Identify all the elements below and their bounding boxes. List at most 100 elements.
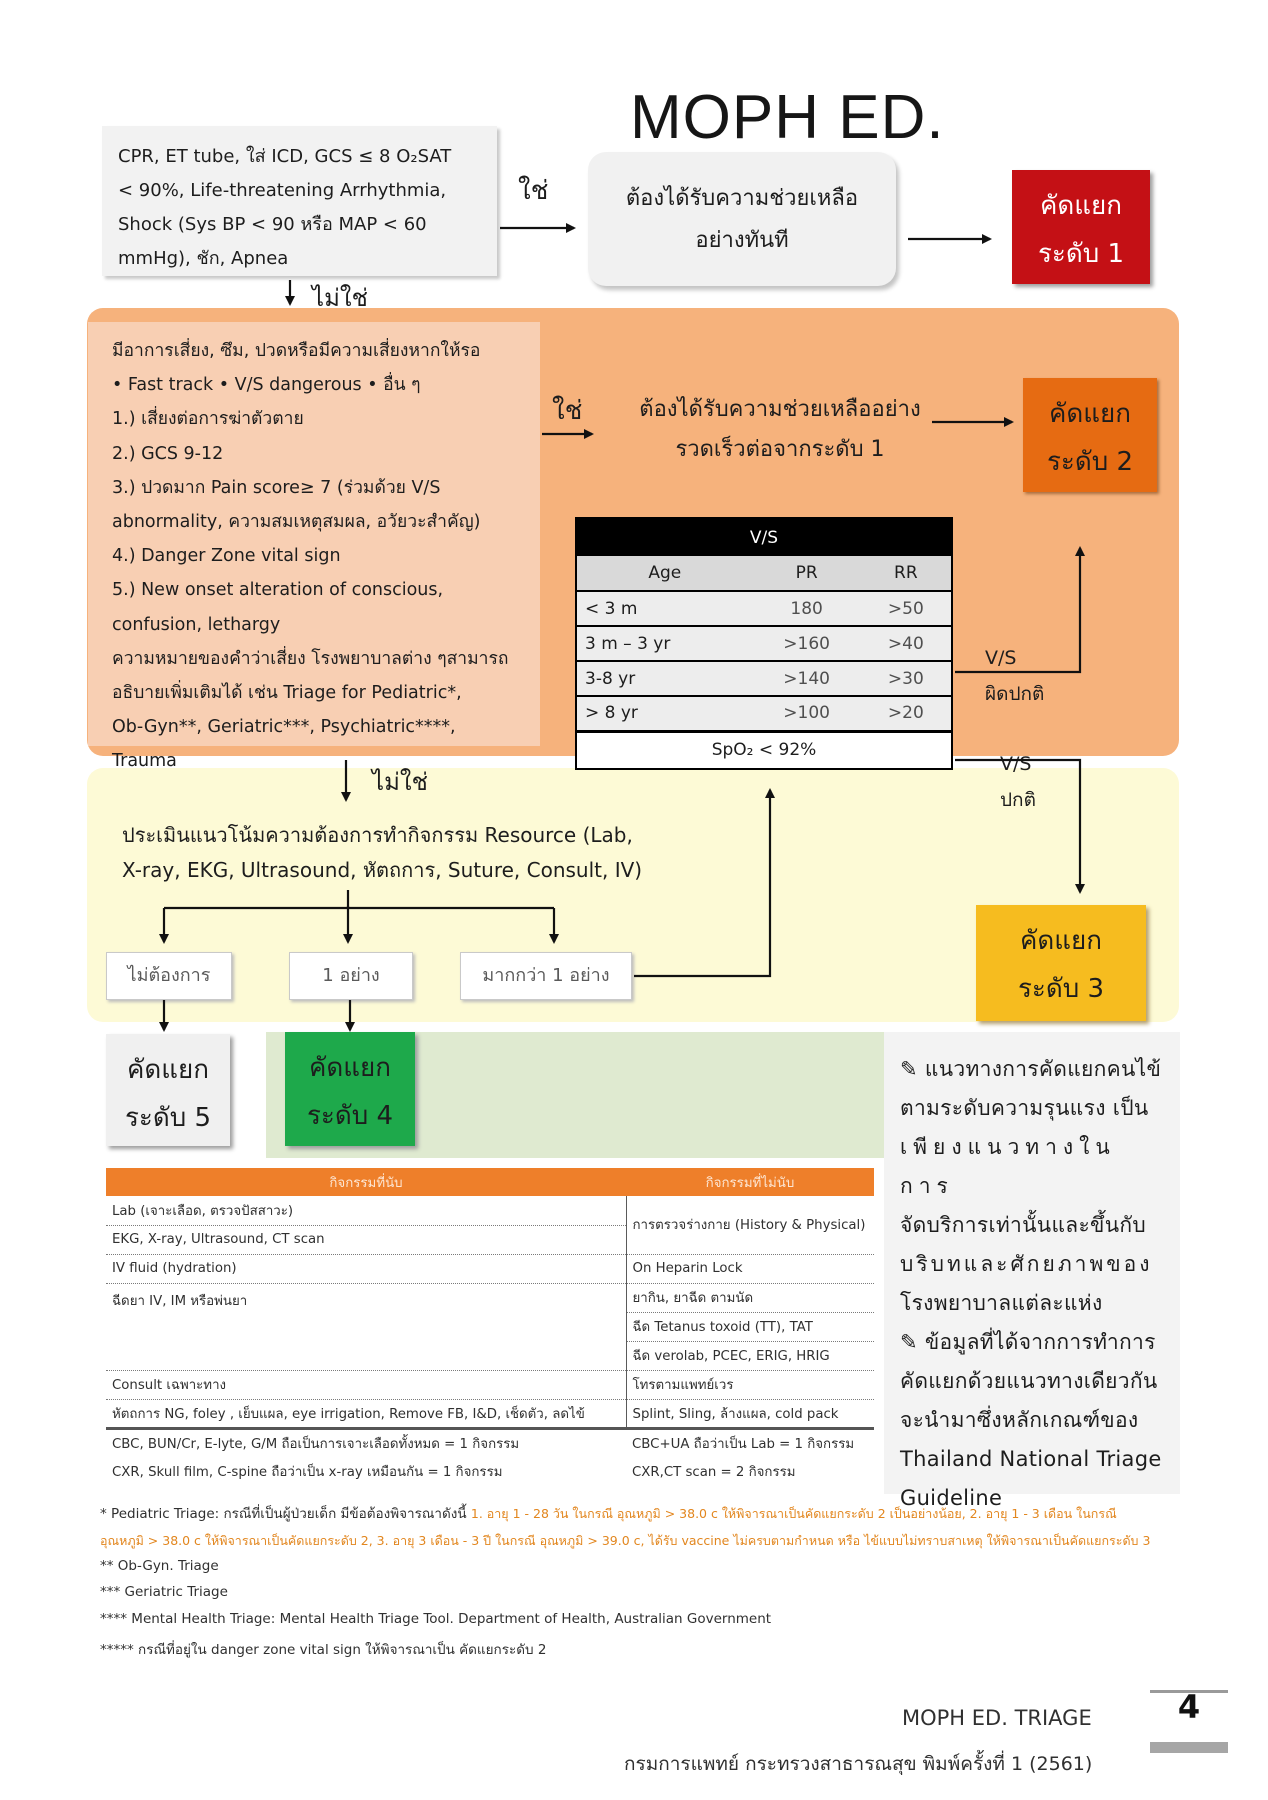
level2-criteria-line: 5.) New onset alteration of conscious, — [112, 580, 444, 601]
resource-line: ประเมินแนวโน้มความต้องการทำกิจกรรม Resou… — [122, 823, 633, 847]
uncounted-activity: โทรตามแพทย์เวร — [625, 1370, 874, 1400]
vs-pr: >160 — [752, 625, 861, 661]
footnote-pediatric-lead: * Pediatric Triage: กรณีที่เป็นผู้ป่วยเด… — [100, 1506, 471, 1522]
table-row: CBC, BUN/Cr, E-lyte, G/M ถือเป็นการเจาะเ… — [106, 1426, 874, 1457]
vs-col-age: Age — [576, 556, 753, 591]
vs-normal-line: ปกติ — [1000, 789, 1036, 811]
level2-criteria-line: มีอาการเสี่ยง, ซึม, ปวดหรือมีความเสี่ยงห… — [112, 341, 481, 361]
note-line: คัดแยกด้วยแนวทางเดียวกัน — [900, 1369, 1158, 1393]
uncounted-activity: Splint, Sling, ล้างแผล, cold pack — [625, 1399, 874, 1429]
level-label: คัดแยก — [126, 1055, 209, 1085]
level2-criteria-line: confusion, lethargy — [112, 614, 281, 635]
guideline-note: ✎ แนวทางการคัดแยกคนไข้ ตามระดับความรุนแร… — [884, 1032, 1180, 1510]
vs-col-pr: PR — [752, 556, 861, 591]
vs-spo2-threshold: SpO₂ < 92% — [576, 729, 952, 769]
vs-age: 3 m – 3 yr — [576, 625, 753, 661]
level-label: คัดแยก — [1039, 191, 1122, 221]
table-row: 3-8 yr >140 >30 — [576, 660, 952, 696]
vs-rr: >50 — [860, 590, 952, 626]
note-line: ✎ ข้อมูลที่ได้จากการทำการ — [900, 1330, 1156, 1354]
footnote-pediatric-cont: อุณหภูมิ > 38.0 c ให้พิจารณาเป็นคัดแยกระ… — [100, 1531, 1150, 1551]
level2-criteria-line: 2.) GCS 9-12 — [112, 443, 224, 464]
level-number: ระดับ 1 — [1037, 239, 1125, 269]
resource-evaluation-text: ประเมินแนวโน้มความต้องการทำกิจกรรม Resou… — [122, 818, 642, 888]
level2-criteria-box: มีอาการเสี่ยง, ซึม, ปวดหรือมีความเสี่ยงห… — [88, 322, 540, 771]
no-label-level1: ไม่ใช่ — [312, 284, 368, 312]
vital-signs-table: V/S Age PR RR < 3 m 180 >50 3 m – 3 yr >… — [575, 517, 953, 770]
vs-abnormal-line: V/S — [985, 647, 1017, 669]
vs-abnormal-label: V/S ผิดปกติ — [985, 640, 1044, 712]
choice-none: ไม่ต้องการ — [106, 952, 232, 1000]
uncounted-activity: การตรวจร่างกาย (History & Physical) — [625, 1196, 874, 1255]
level2-criteria-line: • Fast track • V/S dangerous • อื่น ๆ — [112, 375, 421, 396]
counted-activity: IV fluid (hydration) — [106, 1254, 626, 1284]
vs-age: > 8 yr — [576, 695, 753, 731]
footer-title: MOPH ED. TRIAGE — [902, 1706, 1092, 1730]
vs-normal-line: V/S — [1000, 753, 1032, 775]
level1-criteria-line: Shock (Sys BP < 90 หรือ MAP < 60 — [118, 214, 427, 235]
note-line: โรงพยาบาลแต่ละแห่ง — [900, 1291, 1103, 1315]
uncounted-activity: ยากิน, ยาฉีด ตามนัด — [625, 1283, 874, 1313]
table-row: ฉีดยา IV, IM หรือพ่นยา ยากิน, ยาฉีด ตามน… — [106, 1283, 874, 1371]
footnote-geriatric: *** Geriatric Triage — [100, 1584, 228, 1600]
vs-rr: >20 — [860, 695, 952, 731]
level2-criteria-line: Ob-Gyn**, Geriatric***, Psychiatric****,… — [112, 717, 456, 772]
triage-level-4: คัดแยก ระดับ 4 — [285, 1032, 415, 1146]
triage-level-3: คัดแยก ระดับ 3 — [976, 905, 1146, 1021]
level2-criteria-line: อธิบายเพิ่มเติมได้ เช่น Triage for Pedia… — [112, 683, 462, 704]
choice-one: 1 อย่าง — [289, 952, 413, 1000]
table-row: หัตถการ NG, foley , เย็บแผล, eye irrigat… — [106, 1399, 874, 1429]
vs-table-title: V/S — [576, 518, 952, 556]
vs-pr: >100 — [752, 695, 861, 731]
vs-abnormal-line: ผิดปกติ — [985, 683, 1045, 705]
resource-line: X-ray, EKG, Ultrasound, หัตถการ, Suture,… — [122, 858, 643, 882]
level1-criteria-line: < 90%, Life-threatening Arrhythmia, — [118, 180, 447, 201]
vs-age: 3-8 yr — [576, 660, 753, 696]
note-line: ตามระดับความรุนแรง เป็น — [900, 1096, 1149, 1120]
level-label: คัดแยก — [1019, 926, 1102, 956]
immediate-help-line: ต้องได้รับความช่วยเหลือ — [625, 186, 859, 211]
uncounted-activity: On Heparin Lock — [625, 1254, 874, 1284]
vs-rr: >30 — [860, 660, 952, 696]
uncounted-activity: ฉีด verolab, PCEC, ERIG, HRIG — [625, 1341, 874, 1371]
vs-rr: >40 — [860, 625, 952, 661]
counted-activity: ฉีดยา IV, IM หรือพ่นยา — [106, 1283, 626, 1371]
triage-level-2: คัดแยก ระดับ 2 — [1023, 378, 1157, 492]
level2-criteria-line: abnormality, ความสมเหตุสมผล, อวัยวะสำคัญ… — [112, 512, 481, 533]
counted-activity: หัตถการ NG, foley , เย็บแผล, eye irrigat… — [106, 1399, 626, 1429]
triage-level-5: คัดแยก ระดับ 5 — [106, 1034, 230, 1146]
level1-criteria-line: mmHg), ชัก, Apnea — [118, 248, 289, 269]
table-row: < 3 m 180 >50 — [576, 590, 952, 626]
level1-criteria-box: CPR, ET tube, ใส่ ICD, GCS ≤ 8 O₂SAT < 9… — [102, 126, 497, 276]
choice-many: มากกว่า 1 อย่าง — [460, 952, 632, 1000]
no-label-level2: ไม่ใช่ — [372, 768, 428, 796]
note-line: บริบทและศักยภาพของ — [900, 1252, 1153, 1276]
quick-help-line: ต้องได้รับความช่วยเหลืออย่าง — [639, 397, 921, 422]
counted-activity: Lab (เจาะเลือด, ตรวจปัสสาวะ) — [106, 1196, 626, 1226]
triage-level-1: คัดแยก ระดับ 1 — [1012, 170, 1150, 284]
level2-criteria-line: ความหมายของคำว่าเสี่ยง โรงพยาบาลต่าง ๆสา… — [112, 648, 509, 669]
vs-pr: >140 — [752, 660, 861, 696]
note-line: จัดบริการเท่านั้นและขึ้นกับ — [900, 1213, 1147, 1237]
table-row: > 8 yr >100 >20 — [576, 695, 952, 731]
level1-criteria-line: CPR, ET tube, ใส่ ICD, GCS ≤ 8 O₂SAT — [118, 146, 452, 167]
table-row: EKG, X-ray, Ultrasound, CT scan — [106, 1225, 874, 1255]
vs-age: < 3 m — [576, 590, 753, 626]
vs-col-rr: RR — [860, 556, 952, 591]
table-row: CXR, Skull film, C-spine ถือว่าเป็น x-ra… — [106, 1457, 874, 1486]
note-line: จะนำมาซึ่งหลักเกณฑ์ของ — [900, 1408, 1139, 1432]
counted-activity: Consult เฉพาะทาง — [106, 1370, 626, 1400]
uncounted-activities-header: กิจกรรมที่ไม่นับ — [626, 1168, 874, 1196]
counted-summary: CBC, BUN/Cr, E-lyte, G/M ถือเป็นการเจาะเ… — [106, 1426, 626, 1457]
footnote-obgyn: ** Ob-Gyn. Triage — [100, 1558, 219, 1574]
table-row: ฉีด verolab, PCEC, ERIG, HRIG — [106, 1341, 874, 1371]
level-number: ระดับ 3 — [1017, 974, 1105, 1004]
quick-help-line: รวดเร็วต่อจากระดับ 1 — [675, 437, 885, 462]
activities-table: กิจกรรมที่นับ กิจกรรมที่ไม่นับ Lab (เจาะ… — [106, 1168, 874, 1486]
footer-publisher: กรมการแพทย์ กระทรวงสาธารณสุข พิมพ์ครั้งท… — [624, 1753, 1093, 1775]
counted-activity: EKG, X-ray, Ultrasound, CT scan — [106, 1225, 626, 1255]
uncounted-summary: CBC+UA ถือว่าเป็น Lab = 1 กิจกรรม — [626, 1426, 874, 1457]
footnote-danger-zone: ***** กรณีที่อยู่ใน danger zone vital si… — [100, 1642, 547, 1658]
page-number: 4 — [1177, 1688, 1201, 1726]
note-line: เพียงแนวทางในการ — [900, 1135, 1116, 1198]
